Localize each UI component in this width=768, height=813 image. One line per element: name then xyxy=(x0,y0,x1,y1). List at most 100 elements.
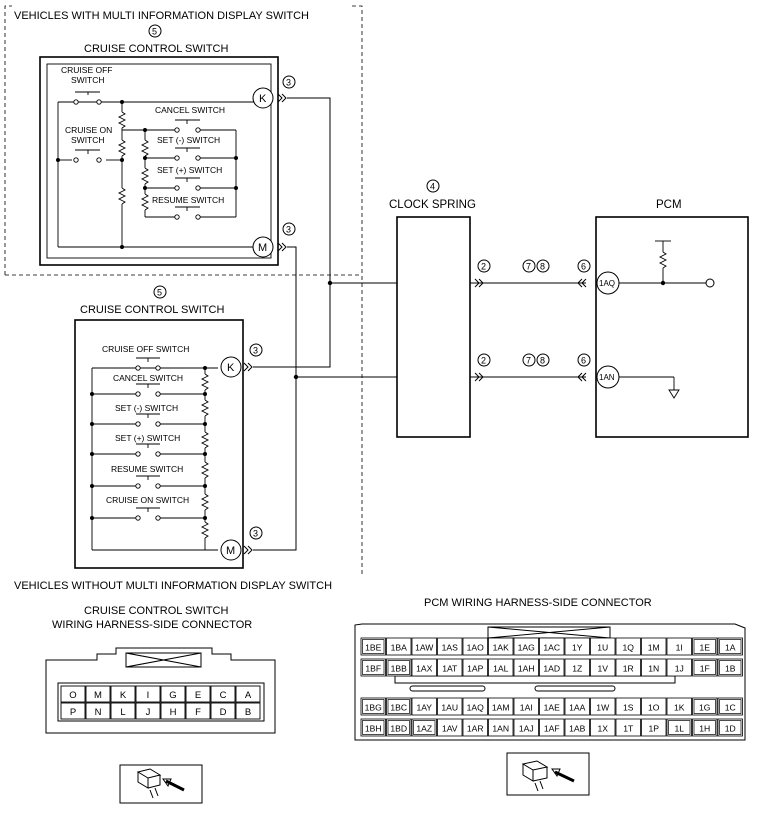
ccs-pin-label: B xyxy=(245,707,251,718)
pcm-pin-label: 1C xyxy=(725,703,736,713)
pcm-pin-label: 1R xyxy=(623,664,634,674)
ref-5-top: 5 xyxy=(152,27,157,37)
pcm-pin-label: 1BD xyxy=(390,724,407,734)
pcm-pin-label: 1AY xyxy=(416,703,432,713)
ref-5-bottom: 5 xyxy=(157,288,162,298)
top-set-minus-label: SET (-) SWITCH xyxy=(157,135,220,145)
pcm-pin-cell: 1AT xyxy=(437,658,463,677)
ccs-pin-cell: L xyxy=(110,702,136,720)
pcm-pin-cell: 1AA xyxy=(564,697,590,716)
pcm-pin-label: 1BB xyxy=(391,664,408,674)
top-cancel-label: CANCEL SWITCH xyxy=(155,105,225,115)
ccs-pin-label: C xyxy=(220,690,227,701)
ccs-pin-cell: N xyxy=(85,702,111,720)
pcm-pin-label: 1AR xyxy=(467,724,484,734)
ref-4: 4 xyxy=(430,182,435,192)
pcm-pin-cell: 1P xyxy=(641,718,667,737)
pcm-pin-cell: 1AL xyxy=(488,658,514,677)
pcm-pin-cell: 1AI xyxy=(513,697,539,716)
pcm-pin-label: 1AA xyxy=(569,703,586,713)
pcm-pin-label: 1D xyxy=(725,724,736,734)
pcm-pin-cell: 1J xyxy=(666,658,692,677)
ccs-connector-title-1: CRUISE CONTROL SWITCH xyxy=(84,605,228,617)
pcm-pin-label: 1G xyxy=(699,703,711,713)
pcm-pin-label: 1AV xyxy=(442,724,458,734)
ccs-pin-label: I xyxy=(147,690,150,701)
pcm-pin-cell: 1AV xyxy=(437,718,463,737)
pcm-pin-cell: 1BB xyxy=(386,658,412,677)
region-bottom-label: VEHICLES WITHOUT MULTI INFORMATION DISPL… xyxy=(14,580,332,592)
pcm-pin-label: 1H xyxy=(699,724,710,734)
ccs-pin-cell: F xyxy=(185,702,211,720)
ccs-pin-cell: C xyxy=(210,685,236,703)
pcm-pin-label: 1AW xyxy=(415,643,434,653)
pcm-pin-cell: 1BD xyxy=(386,718,412,737)
pcm-pin-label: 1U xyxy=(597,643,608,653)
pcm-pin-label: 1AE xyxy=(544,703,561,713)
pcm-pin-cell: 1W xyxy=(590,697,616,716)
ccs-pin-cell: O xyxy=(60,685,86,703)
ref-2-lower: 2 xyxy=(481,356,486,366)
top-switch-title: CRUISE CONTROL SWITCH xyxy=(84,43,228,55)
pcm-pin-label: 1AQ xyxy=(467,703,485,713)
ccs-connector-title-2: WIRING HARNESS-SIDE CONNECTOR xyxy=(52,619,252,631)
top-cruise-off-label-2: SWITCH xyxy=(71,75,105,85)
top-switch-box xyxy=(39,56,279,266)
bottom-switch-title: CRUISE CONTROL SWITCH xyxy=(80,304,224,316)
pcm-pin-cell: 1N xyxy=(641,658,667,677)
pcm-pin-cell: 1AR xyxy=(462,718,488,737)
pcm-internal xyxy=(619,240,706,399)
pcm-pin-cell: 1Z xyxy=(564,658,590,677)
pcm-pin-cell: 1L xyxy=(666,718,692,737)
ccs-pin-cell: H xyxy=(160,702,186,720)
ccs-pin-cell: A xyxy=(235,685,261,703)
pcm-pin-cell: 1AE xyxy=(539,697,565,716)
pcm-pin-label: 1AT xyxy=(442,664,458,674)
ccs-pin-label: N xyxy=(95,707,102,718)
pcm-pin-label: 1AI xyxy=(520,703,533,713)
pcm-label: PCM xyxy=(656,199,682,211)
pcm-pin-label: 1Q xyxy=(623,643,635,653)
pcm-pin-cell: 1AU xyxy=(437,697,463,716)
pcm-pin-label: 1AM xyxy=(492,703,510,713)
pcm-pin-label: 1L xyxy=(674,724,684,734)
top-set-plus-label: SET (+) SWITCH xyxy=(157,165,222,175)
pcm-pin-label: 1X xyxy=(597,724,608,734)
pcm-pin-cell: 1AS xyxy=(437,637,463,656)
pcm-pin-label: 1AS xyxy=(442,643,459,653)
pcm-pin-cell: 1G xyxy=(692,697,718,716)
bottom-set-plus-label: SET (+) SWITCH xyxy=(115,433,180,443)
pcm-pin-label: 1AU xyxy=(441,703,458,713)
pcm-pin-label: 1BG xyxy=(365,703,383,713)
pcm-pin-cell: 1Y xyxy=(564,637,590,656)
pcm-pin-cell: 1AK xyxy=(488,637,514,656)
pcm-pin-label: 1M xyxy=(648,643,660,653)
pcm-pin-cell: 1O xyxy=(641,697,667,716)
ccs-pin-cell: I xyxy=(135,685,161,703)
pcm-pin-label: 1AG xyxy=(518,643,536,653)
pcm-pin-label: 1AL xyxy=(493,664,509,674)
bottom-pin-m: M xyxy=(226,545,235,557)
pcm-pin-cell: 1M xyxy=(641,637,667,656)
pcm-pin-label: 1O xyxy=(648,703,660,713)
ccs-pin-cell: K xyxy=(110,685,136,703)
pcm-pin-cell: 1AH xyxy=(513,658,539,677)
pcm-pin-label: 1AP xyxy=(467,664,484,674)
pcm-pin-cell: 1X xyxy=(590,718,616,737)
pcm-pin-label: 1K xyxy=(674,703,685,713)
pcm-pin-label: 1B xyxy=(725,664,736,674)
pcm-pin-label: 1BA xyxy=(391,643,408,653)
pcm-pin-cell: 1AX xyxy=(411,658,437,677)
pcm-pin-cell: 1BA xyxy=(386,637,412,656)
pcm-pin-cell: 1A xyxy=(717,637,743,656)
pcm-pin-cell: 1AN xyxy=(488,718,514,737)
pcm-pin-cell: 1AW xyxy=(411,637,437,656)
pcm-pin-cell: 1BE xyxy=(360,637,386,656)
ref-7-lower: 7 xyxy=(526,356,531,366)
pcm-pin-label: 1BC xyxy=(390,703,407,713)
ref-3-bottom-k: 3 xyxy=(253,346,258,356)
ccs-pin-label: D xyxy=(220,707,227,718)
clock-spring-box xyxy=(396,216,471,438)
top-pin-m: M xyxy=(258,242,267,254)
